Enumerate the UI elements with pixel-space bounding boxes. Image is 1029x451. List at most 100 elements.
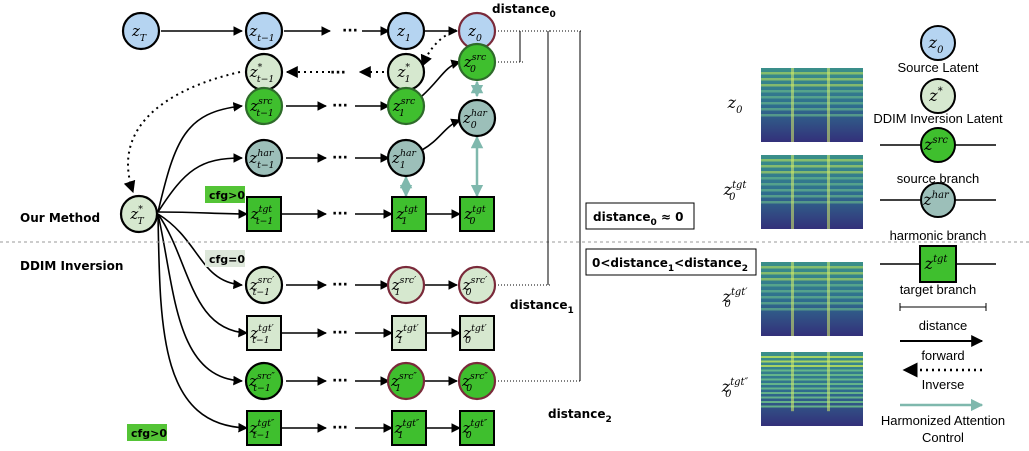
curve-to-tgtp-t1 [157, 213, 248, 338]
our-method-label: Our Method [20, 211, 100, 225]
node-z0: z0 [457, 11, 497, 51]
node-circle [244, 361, 284, 401]
node-label: zsrc′1 [391, 275, 417, 298]
dots-har: ··· [332, 150, 348, 166]
dots-row1: ··· [342, 23, 358, 39]
legend-source-latent-label: Source Latent [898, 60, 979, 75]
node-label: z* [928, 86, 942, 105]
curve-to-har-t1 [157, 153, 243, 213]
node-label: ztgt′0 [722, 287, 749, 310]
node-ztgtp_0: ztgt′0 [459, 315, 495, 351]
node-label: zsrc [923, 135, 948, 154]
node-label: ztgt′1 [394, 323, 419, 346]
spectrogram-band [761, 374, 863, 376]
spectrogram-onset [827, 352, 830, 412]
spectrogram-band [761, 296, 863, 299]
legend-ddim-latent-label: DDIM Inversion Latent [873, 111, 1003, 126]
spectrogram-band [761, 90, 863, 93]
node-zt1: zt−1 [244, 11, 284, 51]
spectrogram-onset [791, 68, 794, 142]
curve-to-src-t1 [157, 102, 243, 213]
node-circle [244, 265, 284, 305]
curve-to-srcp-t1 [157, 213, 243, 290]
node-circle [457, 361, 497, 401]
node-label: z0 [928, 33, 944, 56]
distance-brackets [495, 30, 582, 382]
harmonized-attention-arrows [399, 80, 484, 198]
spectrogram-onset [791, 352, 794, 412]
node-label: zhar [922, 190, 950, 209]
node-label: zT [131, 22, 147, 44]
node-square [391, 410, 427, 446]
distance1-label: distance1 [510, 298, 574, 316]
spectrogram-band [761, 108, 863, 111]
spectrogram-band [761, 365, 863, 367]
node-square [246, 196, 282, 232]
node-label: ztgt″t−1 [249, 418, 275, 441]
spectrogram-band [761, 201, 863, 204]
spectrogram-0: z0 [727, 68, 863, 142]
spectrogram-onset [827, 68, 830, 142]
spectrogram-band [761, 284, 863, 287]
spectrogram-band [761, 392, 863, 394]
legend-circle [920, 25, 956, 61]
dots-tgtp: ··· [332, 325, 348, 341]
dots-tgtpp: ··· [332, 420, 348, 436]
spectrogram-band [761, 401, 863, 403]
node-square [459, 315, 495, 351]
svg-text:cfg=0: cfg=0 [209, 253, 245, 266]
node-circle [244, 86, 284, 126]
spectrogram-band [761, 378, 863, 381]
node-circle [386, 11, 426, 51]
spectrogram-3: ztgt″0 [721, 352, 863, 426]
dots-srcpp: ··· [332, 373, 348, 389]
node-label: zsrc″0 [461, 371, 488, 394]
spectrogram-band [761, 183, 863, 186]
spectrogram-band [761, 405, 863, 408]
node-zsrcpp_0: zsrc″0 [457, 361, 497, 401]
legend-target-branch-label: target branch [900, 282, 977, 297]
spectrogram-band [761, 72, 863, 75]
spectrogram-band [761, 290, 863, 293]
spectrogram-band [761, 383, 863, 385]
curve-to-tgt-t1 [157, 209, 248, 219]
distance0-label: distance0 [492, 2, 556, 20]
legend-circle [920, 78, 956, 114]
node-ztgtp_1: ztgt′1 [391, 315, 427, 351]
spectrogram-onset [791, 262, 794, 336]
spectrogram-band [761, 272, 863, 275]
inverse-z0-z1star [420, 27, 463, 68]
node-label: z*t−1 [249, 62, 275, 85]
legend-circle [920, 182, 956, 218]
node-zTstar: z*T [119, 194, 159, 234]
legend: Source Latent DDIM Inversion Latent sour… [873, 25, 1005, 445]
spectrogram-band [761, 114, 863, 117]
curve-to-tgtpp-t1 [157, 213, 248, 433]
legend-source-branch-label: source branch [897, 171, 979, 186]
distance0-approx-box: distance0 ≈ 0 [585, 202, 695, 230]
spectrogram-band [761, 278, 863, 281]
svg-text:cfg>0: cfg>0 [209, 189, 245, 202]
dots-row2: ··· [330, 65, 346, 81]
legend-source-branch-node: zsrc [920, 127, 956, 163]
dots-srcp: ··· [332, 277, 348, 293]
spectrogram-band [761, 302, 863, 305]
legend-target-branch-node: ztgt [919, 245, 957, 283]
cfg-badge-top: cfg>0 [205, 186, 245, 203]
spectrogram-band [761, 189, 863, 192]
node-circle [457, 98, 497, 138]
node-circle [386, 138, 426, 178]
node-circle [244, 138, 284, 178]
node-square [459, 196, 495, 232]
node-ztgtpp_1: ztgt″1 [391, 410, 427, 446]
svg-text:0<distance1<distance2: 0<distance1<distance2 [592, 256, 748, 274]
branch-chains: ··· ··· ··· ··· ··· ··· ··· [282, 59, 461, 436]
